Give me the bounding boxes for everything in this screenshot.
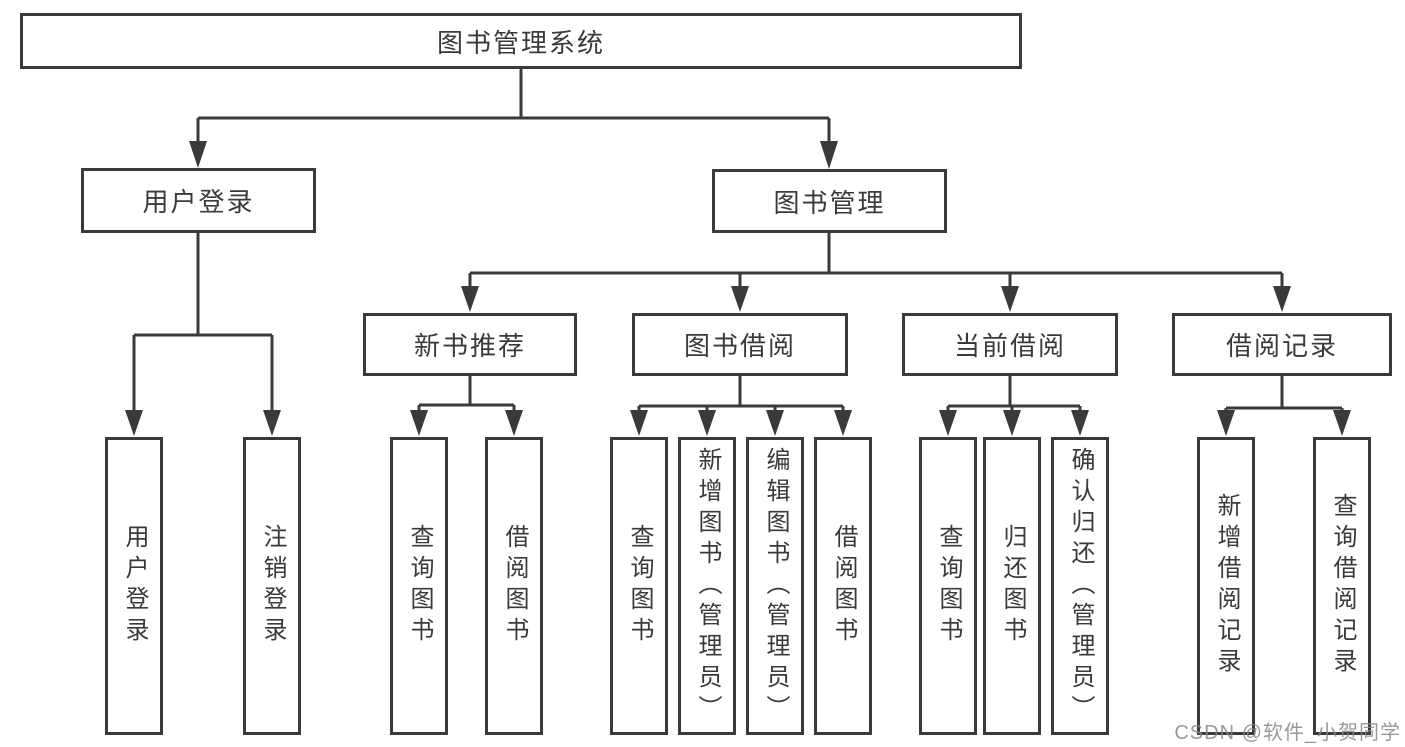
leaf-edit-books-admin: 编辑图书（管理员） xyxy=(746,437,804,735)
node-label: 借阅图书 xyxy=(830,524,857,648)
node-current-borrowing: 当前借阅 xyxy=(902,313,1118,376)
node-label: 新书推荐 xyxy=(413,331,526,361)
node-label: 图书借阅 xyxy=(683,331,796,361)
node-label: 用户登录 xyxy=(142,187,255,217)
node-label: 用户登录 xyxy=(121,524,148,648)
node-label: 确认归还（管理员） xyxy=(1067,446,1094,726)
node-label: 查询图书 xyxy=(935,524,962,648)
node-label: 查询图书 xyxy=(406,524,433,648)
leaf-query-books-current: 查询图书 xyxy=(919,437,977,735)
node-book-borrowing: 图书借阅 xyxy=(632,313,848,376)
leaf-user-login: 用户登录 xyxy=(105,437,163,735)
node-label: 归还图书 xyxy=(999,524,1026,648)
csdn-watermark: CSDN @软件_小贺同学 xyxy=(1174,722,1401,744)
node-root-library-system: 图书管理系统 xyxy=(20,13,1022,69)
node-label: 借阅记录 xyxy=(1225,331,1338,361)
leaf-logout: 注销登录 xyxy=(243,437,301,735)
node-label: 当前借阅 xyxy=(953,331,1066,361)
node-label: 编辑图书（管理员） xyxy=(762,446,789,726)
node-label: 图书管理系统 xyxy=(436,27,605,58)
node-new-book-recommend: 新书推荐 xyxy=(363,313,577,376)
node-borrow-records: 借阅记录 xyxy=(1172,313,1392,376)
node-book-management: 图书管理 xyxy=(712,169,947,233)
node-user-login: 用户登录 xyxy=(81,168,316,233)
node-label: 查询借阅记录 xyxy=(1329,493,1356,679)
node-label: 注销登录 xyxy=(259,524,286,648)
leaf-borrow-books-recommend: 借阅图书 xyxy=(485,437,543,735)
leaf-confirm-return-admin: 确认归还（管理员） xyxy=(1051,437,1109,735)
leaf-return-books: 归还图书 xyxy=(983,437,1041,735)
node-label: 新增借阅记录 xyxy=(1213,493,1240,679)
node-label: 新增图书（管理员） xyxy=(694,446,721,726)
node-label: 查询图书 xyxy=(626,524,653,648)
node-label: 借阅图书 xyxy=(501,524,528,648)
leaf-add-books-admin: 新增图书（管理员） xyxy=(678,437,736,735)
leaf-borrow-books-borrowing: 借阅图书 xyxy=(814,437,872,735)
leaf-query-books-recommend: 查询图书 xyxy=(390,437,448,735)
leaf-add-borrow-record: 新增借阅记录 xyxy=(1197,437,1255,735)
leaf-query-borrow-record: 查询借阅记录 xyxy=(1313,437,1371,735)
node-label: 图书管理 xyxy=(773,187,886,218)
leaf-query-books-borrowing: 查询图书 xyxy=(610,437,668,735)
